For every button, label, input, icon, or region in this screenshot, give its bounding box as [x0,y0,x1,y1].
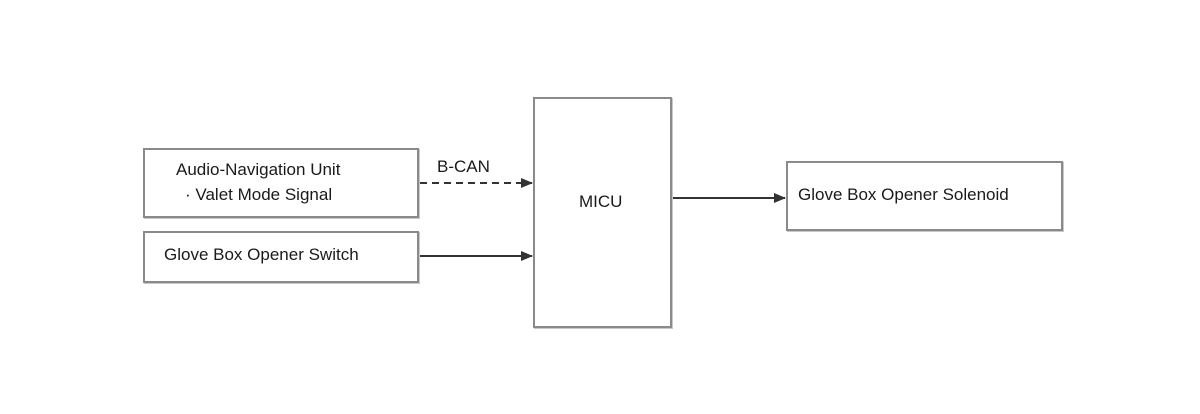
glove-box-opener-switch-box: Glove Box Opener Switch [143,231,419,283]
glove-box-opener-solenoid-box: Glove Box Opener Solenoid [786,161,1063,231]
audio-navigation-unit-box: Audio-Navigation Unit · Valet Mode Signa… [143,148,419,218]
micu-box: MICU [533,97,672,328]
valet-mode-signal-label: · Valet Mode Signal [185,185,333,204]
glove-box-opener-solenoid-label: Glove Box Opener Solenoid [798,185,1009,204]
audio-navigation-unit-label: Audio-Navigation Unit [176,160,341,179]
glove-box-opener-switch-label: Glove Box Opener Switch [164,245,359,264]
micu-label: MICU [579,192,623,211]
bcan-label: B-CAN [437,157,490,176]
